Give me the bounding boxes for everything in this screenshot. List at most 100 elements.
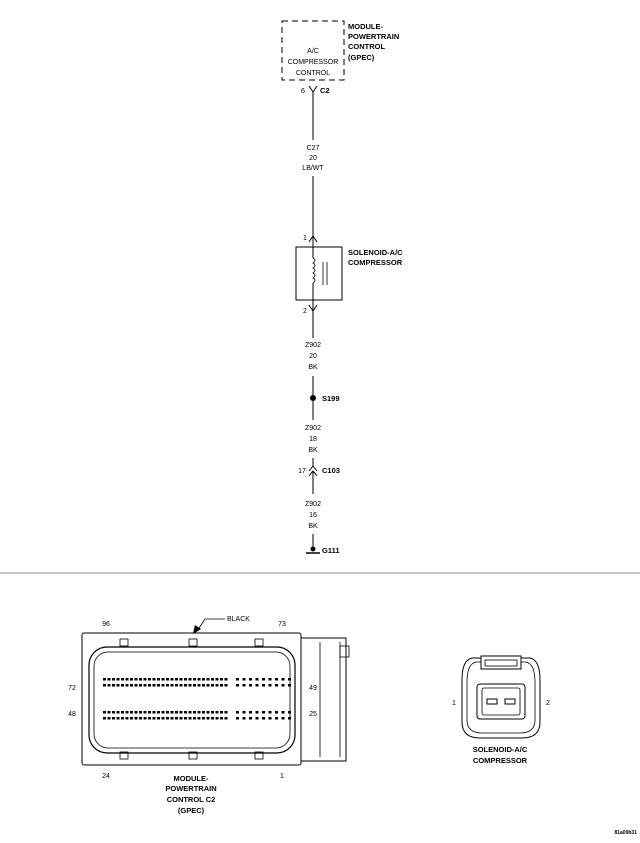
connector-pin <box>268 717 272 720</box>
connector-pin <box>157 678 160 681</box>
connector-pin <box>121 678 124 681</box>
wire4-color: BK <box>308 523 318 530</box>
connector-pin <box>170 711 174 714</box>
lock-tab <box>480 655 522 670</box>
wire4-circuit: Z902 <box>305 501 321 508</box>
pin-label-49: 49 <box>309 685 317 692</box>
connector-pin <box>116 678 120 681</box>
connector-pin <box>206 678 210 681</box>
latch-tab <box>339 645 350 658</box>
connector-pin <box>288 711 291 714</box>
connector-pin <box>193 711 196 714</box>
connector-pin <box>170 717 174 720</box>
connector-pin <box>242 678 246 681</box>
connector-pin <box>148 717 151 720</box>
module-title-line-3: CONTROL <box>348 42 385 51</box>
solenoid-connector-view: 1 2 SOLENOID-A/C COMPRESSOR <box>452 655 550 765</box>
connector-pin <box>157 684 160 687</box>
connector-pin <box>202 711 205 714</box>
connector-pin <box>134 684 138 687</box>
connector-pin <box>179 717 183 720</box>
wire3-gauge: 18 <box>309 436 317 443</box>
connector-pin <box>121 717 124 720</box>
module-title-line-1: MODULE- <box>348 22 383 31</box>
solenoid-title-line-2: COMPRESSOR <box>348 258 403 267</box>
connector-pin <box>148 684 151 687</box>
wire1-gauge: 20 <box>309 155 317 162</box>
pcm-caption-line-3: CONTROL C2 <box>167 795 216 804</box>
pin-label-73: 73 <box>278 621 286 628</box>
connector-pin <box>130 717 133 720</box>
housing-tab <box>119 751 129 760</box>
housing-tab <box>119 638 129 647</box>
module-box-line-1: A/C <box>307 48 319 55</box>
connector-pin <box>236 678 239 681</box>
solenoid-caption-line-2: COMPRESSOR <box>473 756 528 765</box>
wire2-circuit: Z902 <box>305 342 321 349</box>
connector-pin <box>121 711 124 714</box>
coil-icon <box>312 257 316 284</box>
connector-pin <box>116 717 120 720</box>
connector-pin <box>220 711 223 714</box>
connector-pin <box>281 684 285 687</box>
callout-leader <box>196 618 225 632</box>
connector-pin <box>262 678 265 681</box>
connector-pin <box>193 678 196 681</box>
c103-label: C103 <box>322 466 340 475</box>
connector-pin <box>148 678 151 681</box>
pin-label-48: 48 <box>68 711 76 718</box>
connector-pin <box>125 678 129 681</box>
connector-pin <box>161 684 165 687</box>
connector-pin <box>107 684 111 687</box>
connector-pin <box>249 678 252 681</box>
connector-pin <box>220 684 223 687</box>
wire2-gauge: 20 <box>309 353 317 360</box>
housing-tab <box>188 751 198 760</box>
connector-pin <box>103 711 106 714</box>
module-connector-c2: 6 C2 <box>301 85 330 95</box>
connector-pin <box>143 711 147 714</box>
connector-pin <box>139 684 142 687</box>
connector-pin <box>215 717 219 720</box>
splice-label: S199 <box>322 394 340 403</box>
connector-pin <box>288 684 291 687</box>
connector-pin <box>249 717 252 720</box>
connector-pin <box>125 717 129 720</box>
connector-pin <box>175 678 178 681</box>
ground-dot <box>310 546 316 552</box>
connector-pin <box>224 678 228 681</box>
connector-pin <box>157 711 160 714</box>
solenoid-pin-top: 1 <box>303 235 307 242</box>
connector-pin <box>166 678 169 681</box>
connector-pin <box>134 711 138 714</box>
connector-pin <box>236 717 239 720</box>
connector-pin <box>215 684 219 687</box>
connector-pin <box>161 678 165 681</box>
connector-pin <box>211 684 214 687</box>
connector-pin <box>148 711 151 714</box>
connector-pin <box>249 711 252 714</box>
pcm-c2-connector-view: BLACK 96 73 72 48 49 25 24 1 MODULE- POW… <box>68 616 350 815</box>
connector-pin <box>121 684 124 687</box>
terminal-pin-1 <box>486 698 498 705</box>
connector-pin <box>179 684 183 687</box>
connector-pin <box>268 684 272 687</box>
connector-latch <box>301 637 347 762</box>
connector-pin <box>112 678 115 681</box>
connector-pin <box>143 684 147 687</box>
connector-pin <box>161 711 165 714</box>
connector-pin <box>197 684 201 687</box>
connector-pin <box>103 717 106 720</box>
connector-pin <box>236 684 239 687</box>
wire1-color: LB/WT <box>302 165 324 172</box>
connector-pin <box>188 684 192 687</box>
connector-pin <box>202 717 205 720</box>
connector-pin <box>179 678 183 681</box>
connector-pin <box>139 717 142 720</box>
connector-pin <box>268 678 272 681</box>
connector-pin <box>103 684 106 687</box>
connector-pin <box>184 684 187 687</box>
connector-pin <box>220 717 223 720</box>
connector-pin <box>206 711 210 714</box>
